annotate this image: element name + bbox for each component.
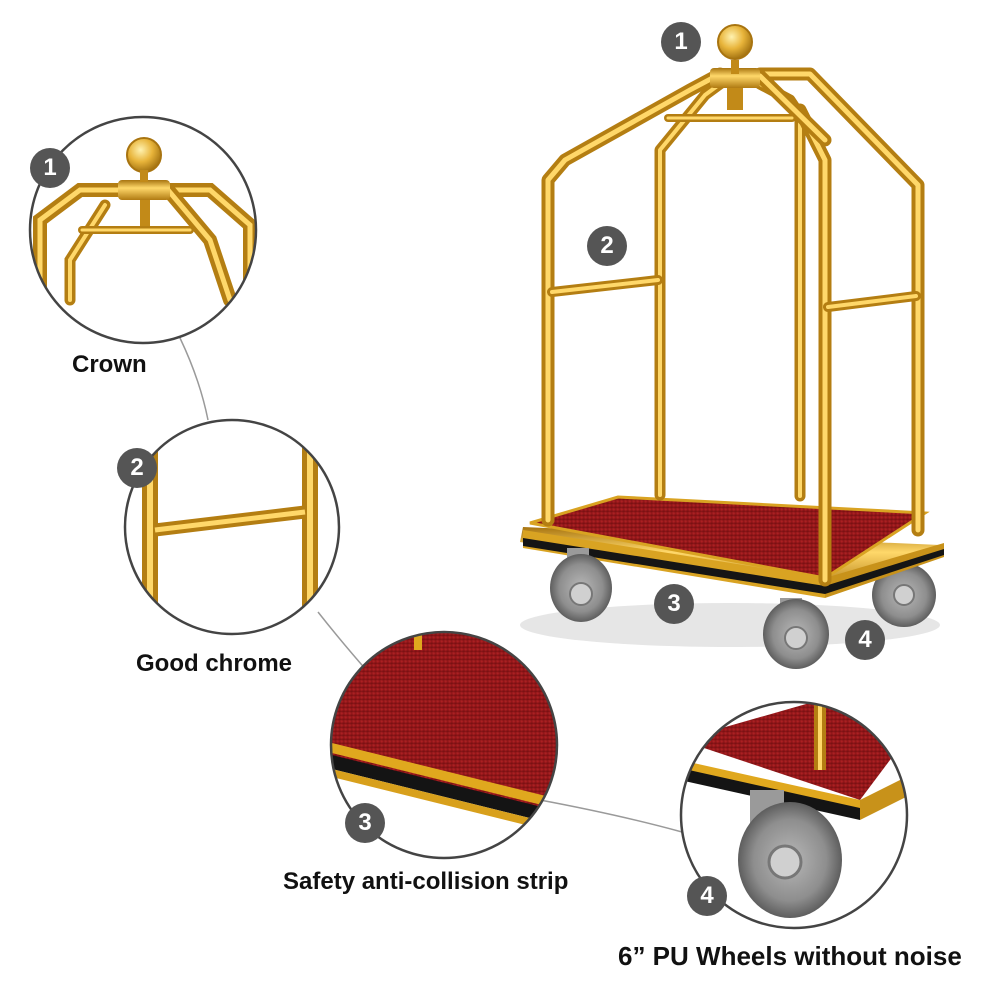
detail-circle-crown [28, 115, 258, 345]
detail-circle-chrome [123, 418, 341, 636]
label-good-chrome: Good chrome [136, 650, 293, 677]
cart-front-wheel-right [763, 598, 829, 669]
label-anti-collision-strip: Safety anti-collision strip [283, 868, 569, 895]
cart-crown [710, 24, 760, 110]
label-pu-wheels: 6” PU Wheels without noise [618, 941, 962, 971]
luggage-cart [520, 24, 944, 669]
connector-1-2 [179, 337, 209, 421]
detail-circle-strip [329, 630, 559, 860]
badge-3-detail: 3 [345, 803, 385, 843]
badge-3-main: 3 [654, 584, 694, 624]
label-crown: Crown [72, 351, 147, 378]
badge-1-detail: 1 [30, 148, 70, 188]
badge-4-detail: 4 [687, 876, 727, 916]
badge-2-main: 2 [587, 226, 627, 266]
badge-1-main: 1 [661, 22, 701, 62]
detail-circle-wheels [679, 700, 909, 930]
connector-3-4 [539, 799, 683, 833]
cart-frame-rear [654, 78, 806, 502]
badge-2-detail: 2 [117, 448, 157, 488]
badge-4-main: 4 [845, 620, 885, 660]
connector-2-3 [317, 611, 369, 673]
cart-front-wheel-left [550, 548, 612, 622]
